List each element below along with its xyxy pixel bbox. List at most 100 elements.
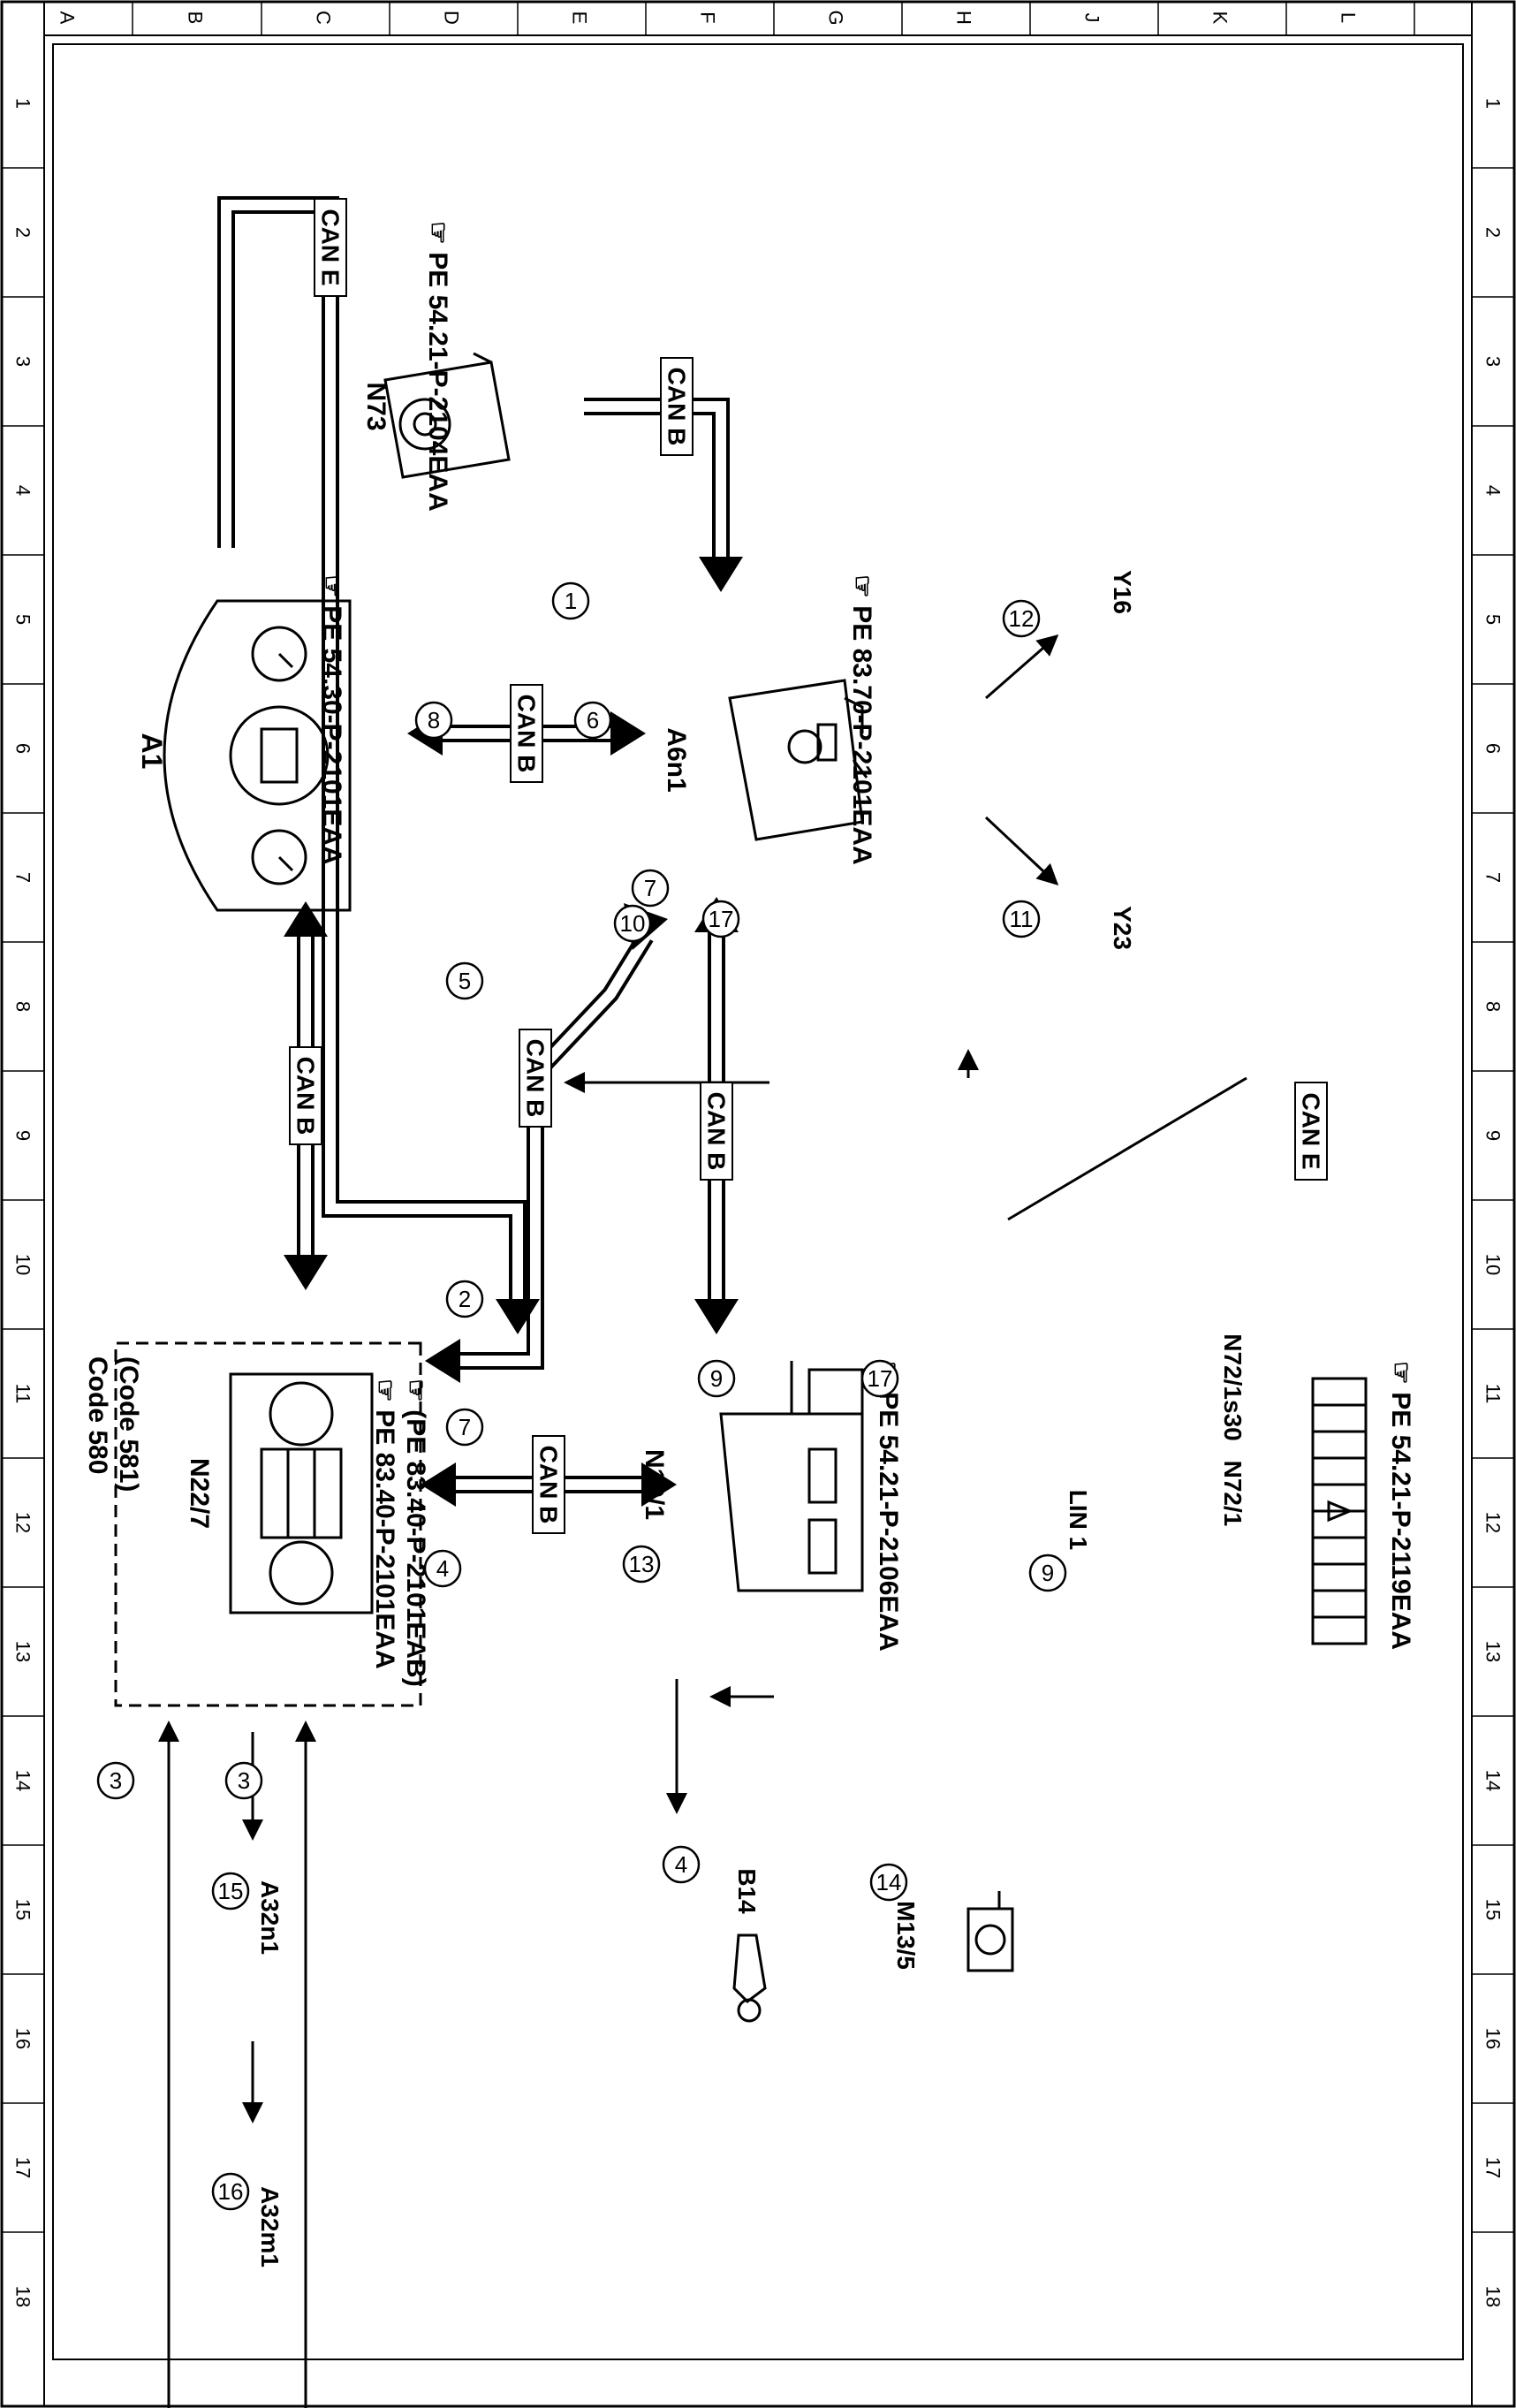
n72-1-switch-strip-icon bbox=[1311, 1377, 1368, 1645]
svg-text:6: 6 bbox=[587, 707, 599, 733]
callout-7: 7 bbox=[631, 869, 670, 908]
callout-4: 4 bbox=[423, 1549, 462, 1588]
tag-can-b-n73: CAN B bbox=[660, 357, 694, 456]
row-label: 5 bbox=[1482, 614, 1505, 625]
callout-1: 1 bbox=[551, 581, 590, 620]
label-n22-7: N22/7 bbox=[185, 1458, 214, 1529]
component-labels: A1 N73 A6n1 N22/7 N10/1 N72/1s30 N72/1 Y… bbox=[136, 382, 1247, 2267]
column-label: C bbox=[313, 11, 335, 25]
row-label: 17 bbox=[12, 2157, 34, 2178]
label-m13-5: M13/5 bbox=[892, 1901, 920, 1970]
svg-text:3: 3 bbox=[110, 1767, 122, 1794]
row-label: 7 bbox=[12, 872, 34, 883]
row-label: 6 bbox=[12, 743, 34, 754]
svg-text:13: 13 bbox=[629, 1551, 655, 1577]
row-label: 5 bbox=[12, 614, 34, 625]
grid-ticks bbox=[2, 2, 1514, 2233]
svg-text:CAN E: CAN E bbox=[1298, 1092, 1325, 1169]
row-label: 10 bbox=[1482, 1254, 1505, 1275]
callout-6: 6 bbox=[573, 701, 612, 740]
row-label: 15 bbox=[12, 1899, 34, 1920]
row-label: 16 bbox=[12, 2028, 34, 2049]
callout-3: 3 bbox=[224, 1761, 263, 1800]
svg-text:14: 14 bbox=[876, 1869, 902, 1895]
label-n73: N73 bbox=[361, 382, 390, 430]
callout-7: 7 bbox=[445, 1408, 484, 1447]
n10-1-module-icon bbox=[719, 1361, 864, 1592]
label-a6n1: A6n1 bbox=[662, 727, 691, 792]
callout-4: 4 bbox=[662, 1845, 701, 1884]
column-label: D bbox=[441, 11, 463, 25]
column-label: G bbox=[825, 10, 847, 25]
row-label: 12 bbox=[1482, 1512, 1505, 1533]
code-581: (Code 581) bbox=[114, 1356, 143, 1492]
row-label: 13 bbox=[1482, 1641, 1505, 1662]
row-label: 11 bbox=[12, 1384, 34, 1404]
svg-text:9: 9 bbox=[1042, 1560, 1054, 1586]
svg-text:7: 7 bbox=[644, 875, 656, 901]
row-label: 2 bbox=[1482, 227, 1505, 238]
tag-lin-1: LIN 1 bbox=[1065, 1490, 1092, 1550]
callout-13: 13 bbox=[622, 1545, 661, 1584]
temperature-sensor-icon bbox=[732, 1933, 767, 2023]
svg-text:4: 4 bbox=[675, 1851, 687, 1878]
row-label: 10 bbox=[12, 1254, 34, 1275]
row-label: 18 bbox=[1482, 2286, 1505, 2307]
row-label: 9 bbox=[12, 1130, 34, 1141]
climate-panel-icon bbox=[229, 1372, 374, 1614]
tag-can-e-left: CAN E bbox=[1294, 1082, 1328, 1181]
svg-text:7: 7 bbox=[459, 1414, 471, 1440]
svg-text:2: 2 bbox=[459, 1286, 471, 1312]
row-label: 1 bbox=[12, 98, 34, 109]
pump-motor-icon bbox=[966, 1891, 1014, 1972]
label-a32n1-top: A32n1 bbox=[256, 1880, 284, 1955]
row-label: 14 bbox=[1482, 1770, 1505, 1791]
callout-8: 8 bbox=[414, 701, 453, 740]
svg-text:CAN B: CAN B bbox=[522, 1039, 550, 1118]
code-option-box bbox=[114, 1341, 422, 1707]
svg-text:CAN E: CAN E bbox=[317, 209, 345, 285]
tag-can-e-top: CAN E bbox=[314, 198, 347, 297]
reference-codes: ☞ PE 54.21-P-2104EAA ☞ PE 54.30-P-2101EA… bbox=[83, 221, 1415, 1687]
row-label: 9 bbox=[1482, 1130, 1505, 1141]
svg-text:CAN B: CAN B bbox=[535, 1446, 563, 1524]
svg-text:15: 15 bbox=[218, 1878, 244, 1904]
row-label: 12 bbox=[12, 1512, 34, 1533]
svg-text:16: 16 bbox=[218, 2178, 244, 2205]
row-labels: 1122334455667788991010111112121313141415… bbox=[12, 98, 1505, 2307]
tag-can-b-a6n1-n10: CAN B bbox=[700, 1082, 733, 1181]
svg-text:CAN B: CAN B bbox=[513, 695, 541, 773]
row-label: 7 bbox=[1482, 872, 1505, 883]
column-label: B bbox=[185, 11, 207, 25]
row-label: 4 bbox=[12, 485, 34, 496]
column-label: A bbox=[57, 11, 79, 25]
svg-text:8: 8 bbox=[428, 707, 440, 733]
column-label: L bbox=[1338, 12, 1360, 23]
instrument-cluster-icon bbox=[163, 599, 352, 912]
column-label: H bbox=[953, 11, 975, 25]
callout-3: 3 bbox=[96, 1761, 135, 1800]
svg-text:9: 9 bbox=[710, 1365, 723, 1392]
column-label: K bbox=[1209, 11, 1232, 25]
svg-text:3: 3 bbox=[238, 1767, 250, 1794]
ref-n22-7-b: ☞ (PE 83.40-P-2101EAB) bbox=[401, 1379, 430, 1687]
svg-text:17: 17 bbox=[709, 906, 734, 932]
label-n10-1: N10/1 bbox=[640, 1449, 669, 1520]
row-label: 8 bbox=[12, 1001, 34, 1012]
label-y16: Y16 bbox=[1109, 570, 1136, 614]
ignition-switch-icon bbox=[383, 352, 511, 479]
label-n72-1: N72/1 bbox=[1219, 1461, 1247, 1527]
ref-a6n1: ☞ PE 83.70-P-2101EAA bbox=[847, 574, 876, 865]
callout-15: 15 bbox=[211, 1872, 250, 1910]
row-label: 15 bbox=[1482, 1899, 1505, 1920]
callout-11: 11 bbox=[1002, 900, 1041, 938]
svg-text:CAN B: CAN B bbox=[703, 1092, 731, 1171]
callout-17: 17 bbox=[701, 900, 740, 938]
callout-10: 10 bbox=[613, 904, 652, 943]
tag-can-b-a1-n22: CAN B bbox=[289, 1046, 322, 1145]
tag-can-b-n22-a6n1: CAN B bbox=[519, 1029, 552, 1128]
